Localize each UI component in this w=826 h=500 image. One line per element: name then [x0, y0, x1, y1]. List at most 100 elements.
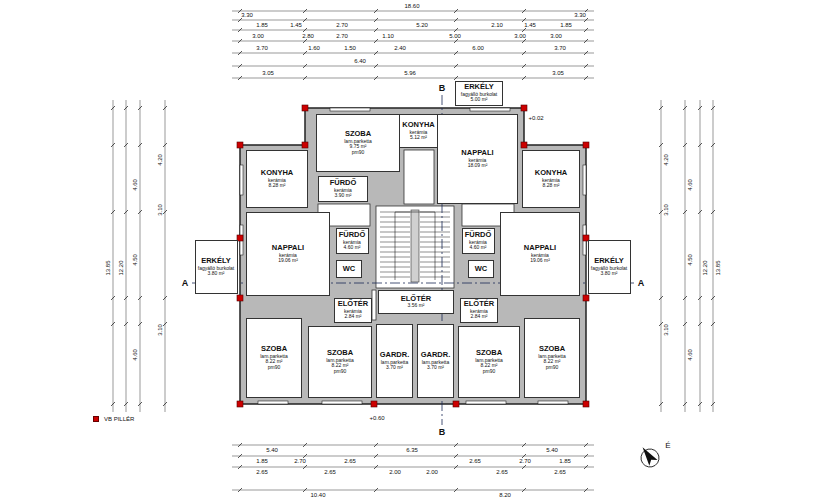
- dimension-label: 3.00: [549, 33, 563, 39]
- room: GARDR.lam.parketta3.70 m²: [376, 324, 413, 398]
- room-detail: 3.56 m²: [408, 303, 425, 309]
- room-detail: pm90: [268, 365, 281, 371]
- room-detail: 5.00 m²: [471, 97, 488, 103]
- dimension-label: 2.10: [490, 22, 504, 28]
- room: FÜRDŐkerámia4.60 m²: [336, 228, 369, 254]
- dimension-label: B: [438, 84, 447, 93]
- dimension-label: 1.85: [255, 458, 269, 464]
- room-name: KONYHA: [402, 121, 435, 130]
- dimension-label: 10.40: [309, 492, 326, 498]
- dimension-label-vertical: 12.20: [702, 259, 708, 276]
- room-name: SZOBA: [539, 345, 565, 354]
- concrete-column: [583, 142, 589, 148]
- dimension-label-vertical: 4.50: [132, 253, 138, 267]
- room: ERKÉLYfagyálló burkolat3.80 m²: [588, 240, 631, 294]
- window: [538, 401, 568, 404]
- dimension-label: +0.02: [527, 115, 544, 121]
- window: [583, 165, 586, 195]
- dimension-label: 2.70: [293, 458, 307, 464]
- room-name: GARDR.: [421, 351, 451, 360]
- hall-floor: [372, 290, 376, 320]
- room-name: GARDR.: [380, 351, 410, 360]
- room-name: KONYHA: [261, 169, 294, 178]
- dimension-label: 3.05: [551, 70, 565, 76]
- room: KONYHAkerámia8.28 m²: [246, 150, 308, 208]
- room-detail: 18.09 m²: [468, 163, 488, 169]
- dimension-label: 2.00: [425, 469, 439, 475]
- room-name: WC: [343, 265, 356, 274]
- dimension-label-vertical: 13.85: [105, 259, 111, 276]
- dimension-label: 2.70: [335, 33, 349, 39]
- concrete-column: [302, 142, 308, 148]
- room-detail: 3.90 m²: [335, 193, 352, 199]
- building-walls: [240, 108, 586, 404]
- dimension-label: 2.65: [343, 458, 357, 464]
- room-detail: 5.12 m²: [410, 135, 427, 141]
- room-detail: pm90: [483, 369, 496, 375]
- concrete-column: [521, 142, 527, 148]
- room: WC: [336, 260, 362, 278]
- dimension-label: 3.00: [251, 33, 265, 39]
- room: ERKÉLYfagyálló burkolat3.80 m²: [195, 240, 238, 294]
- dimension-label-vertical: 4.20: [663, 153, 669, 167]
- room-name: FÜRDŐ: [465, 231, 492, 240]
- dimension-label: 6.00: [471, 45, 485, 51]
- concrete-column: [583, 401, 589, 407]
- dimension-label: 3.70: [255, 45, 269, 51]
- dimension-label: 5.40: [265, 447, 279, 453]
- dimension-label-vertical: 12.20: [118, 259, 124, 276]
- room: NAPPALIkerámia18.09 m²: [437, 114, 518, 204]
- dimension-lines: [111, 9, 715, 492]
- room-detail: 8.28 m²: [269, 183, 286, 189]
- dimension-label: +0.60: [368, 415, 385, 421]
- dimension-label: 2.65: [323, 469, 337, 475]
- dimension-label: 1.45: [289, 22, 303, 28]
- dimension-label-vertical: 4.60: [132, 348, 138, 362]
- room-detail: 2.84 m²: [471, 314, 488, 320]
- room: GARDR.lam.parketta3.70 m²: [417, 324, 454, 398]
- dimension-label: 5.00: [448, 33, 462, 39]
- room-name: SZOBA: [476, 349, 502, 358]
- dimension-label: 3.05: [261, 70, 275, 76]
- dimension-label-vertical: 3.10: [663, 323, 669, 337]
- room: WC: [468, 260, 494, 278]
- room: SZOBAlam.parketta8.22 m²pm90: [246, 318, 302, 398]
- dimension-label: B: [438, 428, 447, 437]
- dimension-label: 1.85: [255, 22, 269, 28]
- room-detail: 19.06 m²: [530, 258, 550, 264]
- dimension-label: 2.65: [495, 469, 509, 475]
- dimension-label: 1.50: [343, 45, 357, 51]
- window: [470, 108, 510, 111]
- room-detail: 2.84 m²: [345, 314, 362, 320]
- concrete-column: [237, 401, 243, 407]
- dimension-label-vertical: 3.10: [157, 323, 163, 337]
- dimension-label: 5.20: [415, 22, 429, 28]
- concrete-column: [453, 401, 459, 407]
- room: SZOBAlam.parketta8.22 m²pm90: [524, 318, 580, 398]
- concrete-column: [237, 295, 243, 301]
- room: FÜRDŐkerámia3.90 m²: [318, 176, 368, 202]
- room-detail: 8.28 m²: [543, 183, 560, 189]
- north-arrow: [635, 442, 662, 470]
- dimension-label: 2.70: [518, 458, 532, 464]
- concrete-column: [237, 235, 243, 241]
- dimension-label-vertical: 3.10: [157, 203, 163, 217]
- concrete-column: [371, 401, 377, 407]
- dimension-label-vertical: 4.60: [132, 178, 138, 192]
- legend-swatch: [93, 416, 99, 422]
- room-name: NAPPALI: [524, 244, 556, 253]
- dimension-label-vertical: 4.60: [687, 348, 693, 362]
- room: SZOBAlam.parketta9.75 m²pm90: [316, 114, 400, 172]
- dimension-label-vertical: 13.85: [715, 259, 721, 276]
- room: ELŐTÉRkerámia2.84 m²: [334, 298, 372, 323]
- room-name: SZOBA: [327, 349, 353, 358]
- concrete-column: [237, 142, 243, 148]
- dimension-label: 1.85: [558, 458, 572, 464]
- room-detail: 4.60 m²: [344, 245, 361, 251]
- dimension-label-vertical: 3.10: [663, 203, 669, 217]
- room-detail: pm90: [334, 369, 347, 375]
- window: [258, 401, 288, 404]
- room: ELŐTÉRkerámia2.84 m²: [460, 298, 498, 323]
- window: [322, 401, 362, 404]
- dimension-label: 2.65: [468, 458, 482, 464]
